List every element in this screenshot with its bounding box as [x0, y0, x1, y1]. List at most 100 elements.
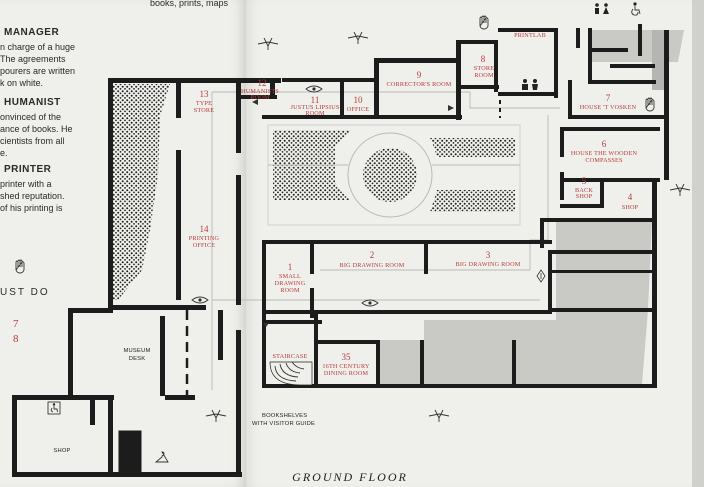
svg-text:COMPASSES: COMPASSES	[585, 157, 623, 164]
svg-text:TYPE: TYPE	[196, 100, 212, 107]
cloakroom-hanger-icon	[154, 451, 169, 463]
svg-text:JUSTUS LIPSIUS: JUSTUS LIPSIUS	[290, 104, 339, 111]
svg-text:12: 12	[258, 78, 267, 88]
room-1: 1 SMALL DRAWING ROOM	[275, 262, 306, 294]
svg-text:HOUSE THE WOODEN: HOUSE THE WOODEN	[571, 150, 638, 157]
svg-text:4: 4	[628, 192, 633, 202]
accessible-icon	[47, 401, 61, 415]
svg-text:BOOKSHELVES: BOOKSHELVES	[262, 413, 307, 419]
svg-text:11: 11	[311, 95, 320, 105]
staircase-label: STAIRCASE	[273, 353, 308, 360]
legend-humanist-line: e.	[0, 148, 8, 158]
svg-text:CORRECTOR'S ROOM: CORRECTOR'S ROOM	[387, 81, 452, 88]
audio-guide-icon	[347, 31, 369, 44]
floor-title: GROUND FLOOR	[292, 470, 408, 484]
route-arrows	[252, 99, 454, 327]
room-10: 10 OFFICE	[347, 95, 370, 113]
svg-text:HOUSE 'T VOSKEN: HOUSE 'T VOSKEN	[580, 104, 637, 111]
page-edge	[692, 0, 704, 487]
shop-label: SHOP	[53, 448, 70, 454]
svg-text:PRINTING: PRINTING	[189, 235, 220, 242]
svg-text:14: 14	[200, 224, 210, 234]
svg-text:STAIRCASE: STAIRCASE	[273, 353, 308, 360]
hand-icon	[479, 15, 489, 30]
svg-text:BIG DRAWING ROOM: BIG DRAWING ROOM	[456, 261, 521, 268]
room-3: 3 BIG DRAWING ROOM	[456, 250, 521, 268]
svg-text:8: 8	[481, 54, 486, 64]
svg-text:2: 2	[370, 250, 375, 260]
room-11: 11 JUSTUS LIPSIUS ROOM	[290, 95, 339, 117]
svg-text:10: 10	[354, 95, 364, 105]
svg-text:7: 7	[606, 93, 611, 103]
room-2: 2 BIG DRAWING ROOM	[340, 250, 405, 269]
legend-humanist-line: onvinced of the	[0, 112, 62, 122]
audio-guide-icon	[257, 37, 279, 50]
svg-text:BACK: BACK	[575, 187, 593, 194]
toilet-icon	[595, 3, 609, 14]
svg-text:DRAWING: DRAWING	[275, 280, 306, 287]
svg-text:35: 35	[342, 352, 352, 362]
svg-text:ROOM: ROOM	[280, 287, 300, 294]
svg-text:STORE: STORE	[194, 107, 215, 114]
legend-manager-line: n charge of a huge	[0, 42, 76, 52]
building-walls	[12, 24, 669, 477]
room-35: 35 16TH CENTURY DINING ROOM	[322, 352, 370, 377]
museum-desk-label: MUSEUM DESK	[124, 348, 151, 362]
svg-text:ROOM: ROOM	[250, 94, 270, 101]
legend-number: 7	[13, 318, 19, 330]
room-7: 7 HOUSE 'T VOSKEN	[580, 93, 637, 111]
legend-manager-line: The agreements	[0, 54, 66, 64]
accessible-icon	[631, 2, 641, 16]
room-printlab: PRINTLAB	[514, 32, 546, 39]
room-9: 9 CORRECTOR'S ROOM	[387, 70, 452, 88]
legend-manager-line: pourers are written	[0, 66, 76, 76]
route-eye-icon	[191, 296, 209, 304]
svg-text:9: 9	[417, 70, 422, 80]
svg-text:STORE: STORE	[474, 65, 495, 72]
baby-change-icon	[522, 79, 538, 90]
courtyard-garden	[113, 84, 521, 300]
svg-text:HUMANISTS: HUMANISTS	[241, 88, 279, 95]
room-6: 6 HOUSE THE WOODEN COMPASSES	[571, 139, 638, 164]
svg-text:SHOP: SHOP	[622, 204, 639, 211]
svg-text:ROOM: ROOM	[305, 110, 325, 117]
legend-printer-heading: PRINTER	[4, 164, 52, 175]
bookshelves-label: BOOKSHELVES WITH VISITOR GUIDE	[252, 413, 315, 427]
legend-printer-line: shed reputation.	[0, 191, 65, 201]
legend-must-do: UST DO	[0, 287, 50, 298]
legend-manager-line: k on white.	[0, 78, 44, 88]
legend-top-line: books, prints, maps	[150, 0, 229, 8]
legend-number: 8	[13, 333, 19, 345]
svg-text:5: 5	[582, 176, 587, 186]
exit-marker	[536, 269, 546, 283]
legend-printer-line: printer with a	[0, 179, 52, 189]
svg-text:ROOM: ROOM	[474, 72, 494, 79]
svg-text:MUSEUM: MUSEUM	[124, 348, 151, 354]
legend-humanist-line: cientists from all	[0, 136, 65, 146]
room-5: 5 BACK SHOP	[575, 176, 593, 200]
svg-text:DINING ROOM: DINING ROOM	[324, 370, 369, 377]
room-4: 4 SHOP	[622, 192, 639, 211]
hand-icon	[15, 259, 25, 274]
route-eye-icon	[361, 299, 379, 307]
legend-humanist-line: ance of books. He	[0, 124, 73, 134]
legend-humanist-heading: HUMANIST	[4, 97, 61, 108]
svg-text:PRINTLAB: PRINTLAB	[514, 32, 546, 39]
audio-guide-icon	[428, 409, 450, 422]
svg-text:OFFICE: OFFICE	[347, 106, 370, 113]
svg-text:DESK: DESK	[129, 356, 146, 362]
room-8: 8 STORE ROOM	[474, 54, 495, 79]
legend-manager-heading: MANAGER	[4, 27, 60, 38]
svg-text:SHOP: SHOP	[576, 193, 593, 200]
audio-guide-icon	[669, 183, 691, 196]
audio-guide-icon	[205, 409, 227, 422]
svg-text:WITH VISITOR GUIDE: WITH VISITOR GUIDE	[252, 421, 315, 427]
room-13: 13 TYPE STORE	[194, 89, 215, 114]
svg-text:16TH CENTURY: 16TH CENTURY	[322, 363, 370, 370]
svg-text:BIG DRAWING ROOM: BIG DRAWING ROOM	[340, 262, 405, 269]
service-areas	[380, 30, 684, 384]
room-12: 12 HUMANISTS ROOM	[241, 78, 279, 101]
svg-text:SHOP: SHOP	[53, 448, 70, 454]
